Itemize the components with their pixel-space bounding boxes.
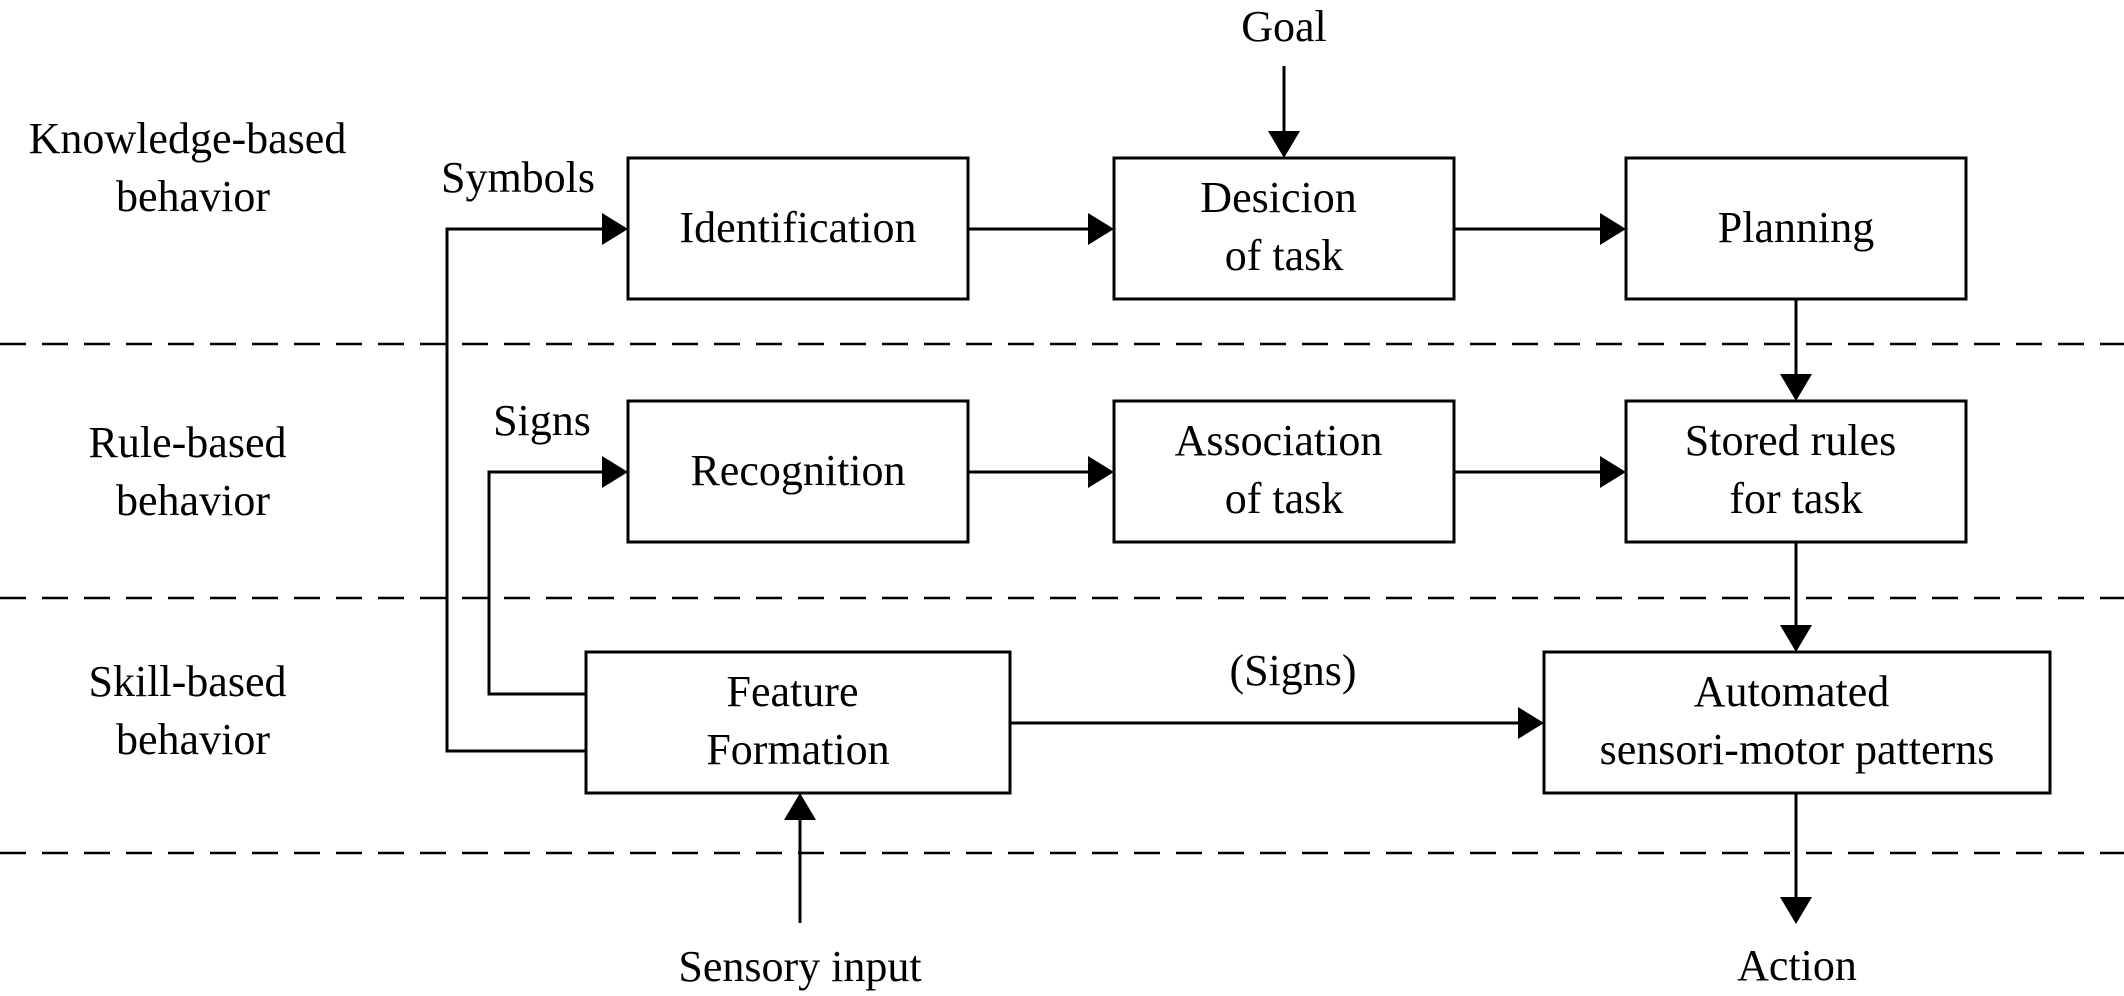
- label-signs-paren: (Signs): [1229, 646, 1356, 695]
- box-automated-patterns-text: Automated sensori-motor patterns: [1600, 667, 1995, 774]
- arrowhead-feature-to-recognition: [602, 456, 628, 488]
- arrowhead-decision-to-planning: [1600, 213, 1626, 245]
- arrowhead-feature-to-automated: [1518, 707, 1544, 739]
- label-symbols: Symbols: [441, 153, 595, 202]
- box-automated-patterns: [1542, 650, 2052, 795]
- box-association-of-task: [1112, 399, 1456, 544]
- box-identification: [626, 156, 970, 301]
- level-label-rule: Rule-based behavior: [89, 418, 298, 525]
- box-stored-rules-text: Stored rules for task: [1685, 416, 1907, 523]
- box-feature-formation-text: Feature Formation: [706, 667, 889, 774]
- box-decision-of-task-text: Desicion of task: [1200, 173, 1367, 280]
- arrowhead-planning-to-stored-rules: [1780, 374, 1812, 401]
- arrowhead-goal-to-decision: [1268, 131, 1300, 158]
- arrowhead-sensory-to-feature: [784, 793, 816, 820]
- box-planning-text: Planning: [1718, 203, 1874, 252]
- arrowhead-stored-rules-to-automated: [1780, 625, 1812, 652]
- label-sensory-input: Sensory input: [678, 942, 921, 991]
- label-action: Action: [1737, 941, 1857, 990]
- box-recognition-text: Recognition: [690, 446, 905, 495]
- box-recognition: [626, 399, 970, 544]
- arrowhead-identification-to-decision: [1088, 213, 1114, 245]
- arrowhead-association-to-stored-rules: [1600, 456, 1626, 488]
- arrowhead-feature-to-identification: [602, 213, 628, 245]
- label-signs: Signs: [493, 396, 591, 445]
- label-goal: Goal: [1241, 2, 1327, 51]
- arrow-feature-to-identification: [445, 227, 604, 753]
- level-label-knowledge: Knowledge-based behavior: [29, 114, 358, 221]
- arrowhead-automated-to-action: [1780, 897, 1812, 924]
- level-label-skill: Skill-based behavior: [89, 657, 298, 764]
- arrowhead-recognition-to-association: [1088, 456, 1114, 488]
- box-association-of-task-text: Association of task: [1175, 416, 1394, 523]
- arrow-feature-to-recognition: [487, 470, 604, 696]
- box-identification-text: Identification: [679, 203, 916, 252]
